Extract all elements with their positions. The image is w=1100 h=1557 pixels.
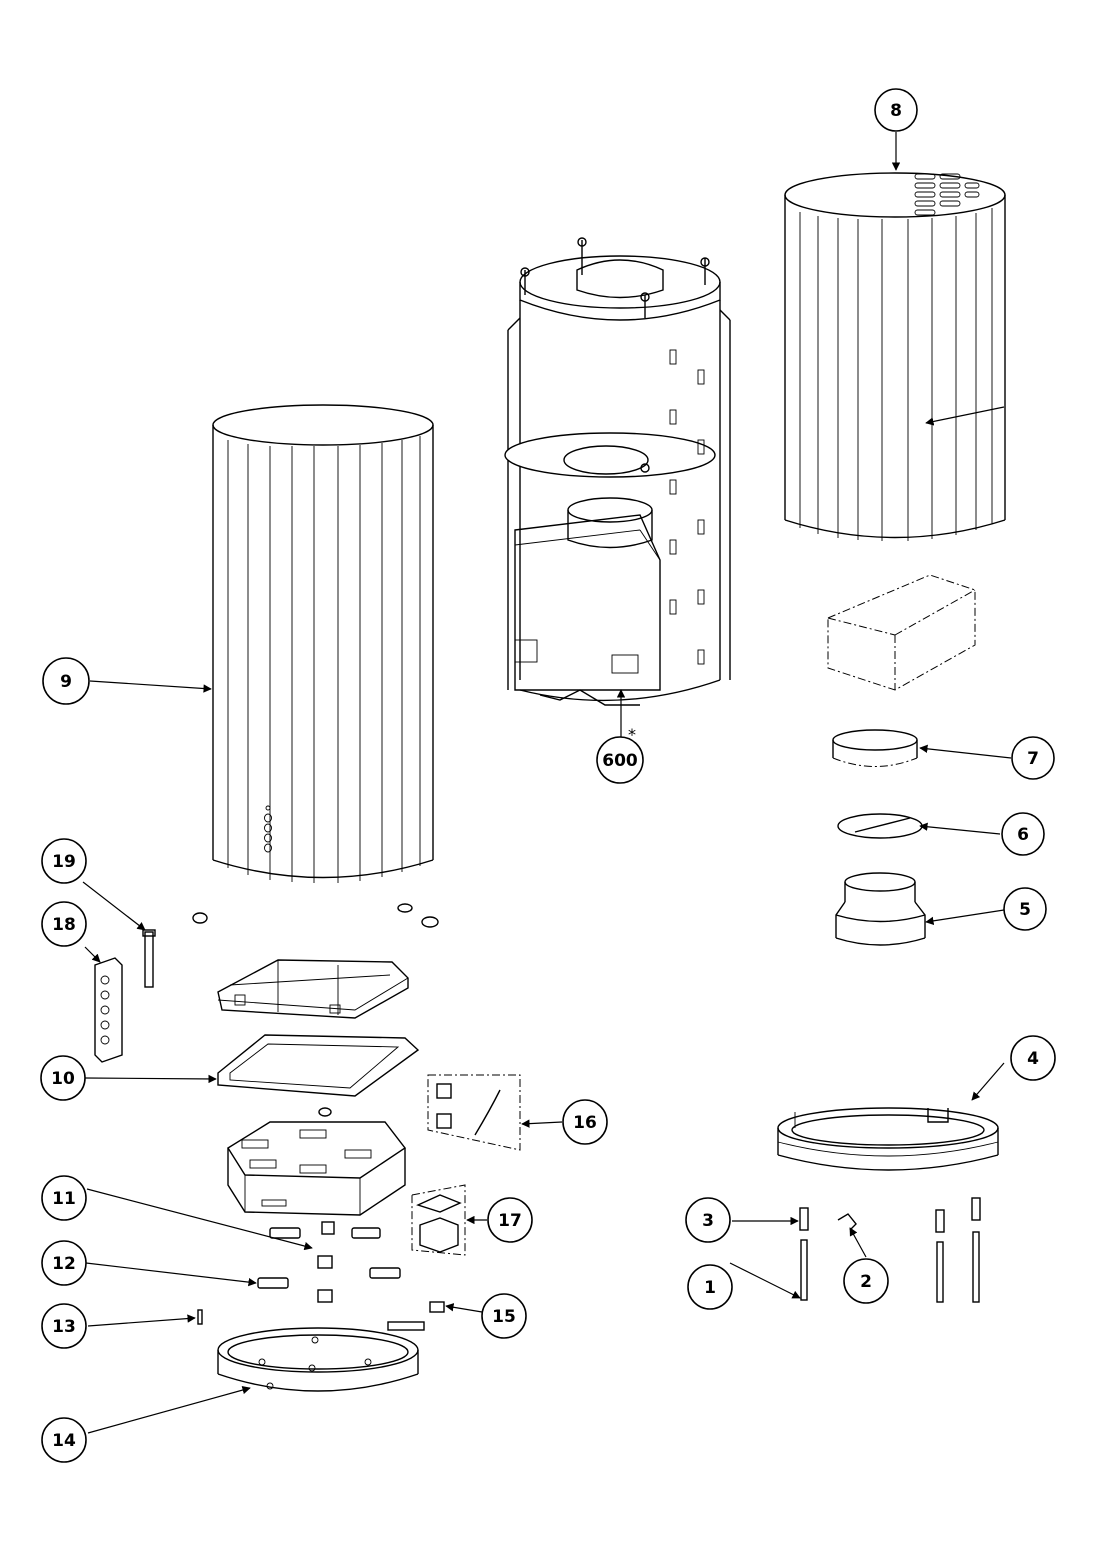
callout-1: 1 <box>687 1264 733 1310</box>
part-600-frame-chassis <box>504 237 731 706</box>
callout-6: 6 <box>1001 812 1045 856</box>
control-buttons-icon <box>264 805 272 853</box>
svg-text:1: 1 <box>704 1278 716 1298</box>
part-10-filter-frame <box>217 1034 420 1097</box>
svg-text:600: 600 <box>602 751 638 771</box>
svg-text:17: 17 <box>498 1211 522 1231</box>
part-6-damper-flap <box>837 813 923 839</box>
part-7-collar-ring <box>832 729 918 767</box>
grease-filter-panel <box>217 959 409 1019</box>
svg-text:7: 7 <box>1027 749 1039 769</box>
svg-text:19: 19 <box>52 852 76 872</box>
callout-19: 19 <box>41 838 87 884</box>
callout-17: 17 <box>487 1197 533 1243</box>
carbon-filter-box <box>827 574 976 691</box>
svg-text:3: 3 <box>702 1211 714 1231</box>
callout-18: 18 <box>41 901 87 947</box>
svg-text:9: 9 <box>60 672 72 692</box>
part-18-control-module <box>94 957 123 1063</box>
svg-text:13: 13 <box>52 1317 76 1337</box>
parts-11-12-clips <box>257 1221 445 1331</box>
callout-5: 5 <box>1003 887 1047 931</box>
svg-text:14: 14 <box>52 1431 76 1451</box>
lower-housing-body <box>227 1107 407 1216</box>
svg-text:15: 15 <box>492 1307 516 1327</box>
svg-text:5: 5 <box>1019 900 1031 920</box>
svg-text:11: 11 <box>52 1189 76 1209</box>
part-13-screw <box>197 1309 203 1325</box>
svg-text:10: 10 <box>51 1069 75 1089</box>
svg-text:6: 6 <box>1017 825 1029 845</box>
part-5-duct-adapter <box>835 872 926 946</box>
callout-14: 14 <box>41 1417 87 1463</box>
svg-text:4: 4 <box>1027 1049 1039 1069</box>
asterisk-note: * <box>628 725 636 744</box>
callout-10: 10 <box>40 1055 86 1101</box>
rubber-feet <box>192 903 439 928</box>
svg-text:2: 2 <box>860 1272 872 1292</box>
vent-slots-icon <box>914 173 980 216</box>
callout-16: 16 <box>562 1099 608 1145</box>
part-4-ceiling-ring <box>777 1107 999 1171</box>
leader-lines <box>82 132 1012 1434</box>
part-9-front-cover-cylinder <box>212 404 434 883</box>
callout-8: 8 <box>874 88 918 132</box>
part-17-connector-box <box>411 1184 466 1256</box>
parts-1-3-rods-and-spacers <box>799 1197 981 1303</box>
callout-4: 4 <box>1010 1035 1056 1081</box>
callout-11: 11 <box>41 1175 87 1221</box>
part-8-upper-cover-cylinder <box>784 172 1006 541</box>
svg-text:16: 16 <box>573 1113 597 1133</box>
callout-13: 13 <box>41 1303 87 1349</box>
callout-9: 9 <box>42 657 90 705</box>
callout-2: 2 <box>843 1258 889 1304</box>
callout-12: 12 <box>41 1240 87 1286</box>
part-19-pin <box>142 929 156 988</box>
part-16-wiring-kit <box>427 1074 521 1151</box>
svg-text:12: 12 <box>52 1254 76 1274</box>
callout-15: 15 <box>481 1293 527 1339</box>
part-14-bottom-ring <box>217 1327 419 1392</box>
leader-5-fix <box>925 909 1005 926</box>
callout-7: 7 <box>1011 736 1055 780</box>
callout-3: 3 <box>685 1197 731 1243</box>
callout-600: 600 <box>596 736 644 784</box>
svg-text:8: 8 <box>890 101 902 121</box>
svg-text:18: 18 <box>52 915 76 935</box>
